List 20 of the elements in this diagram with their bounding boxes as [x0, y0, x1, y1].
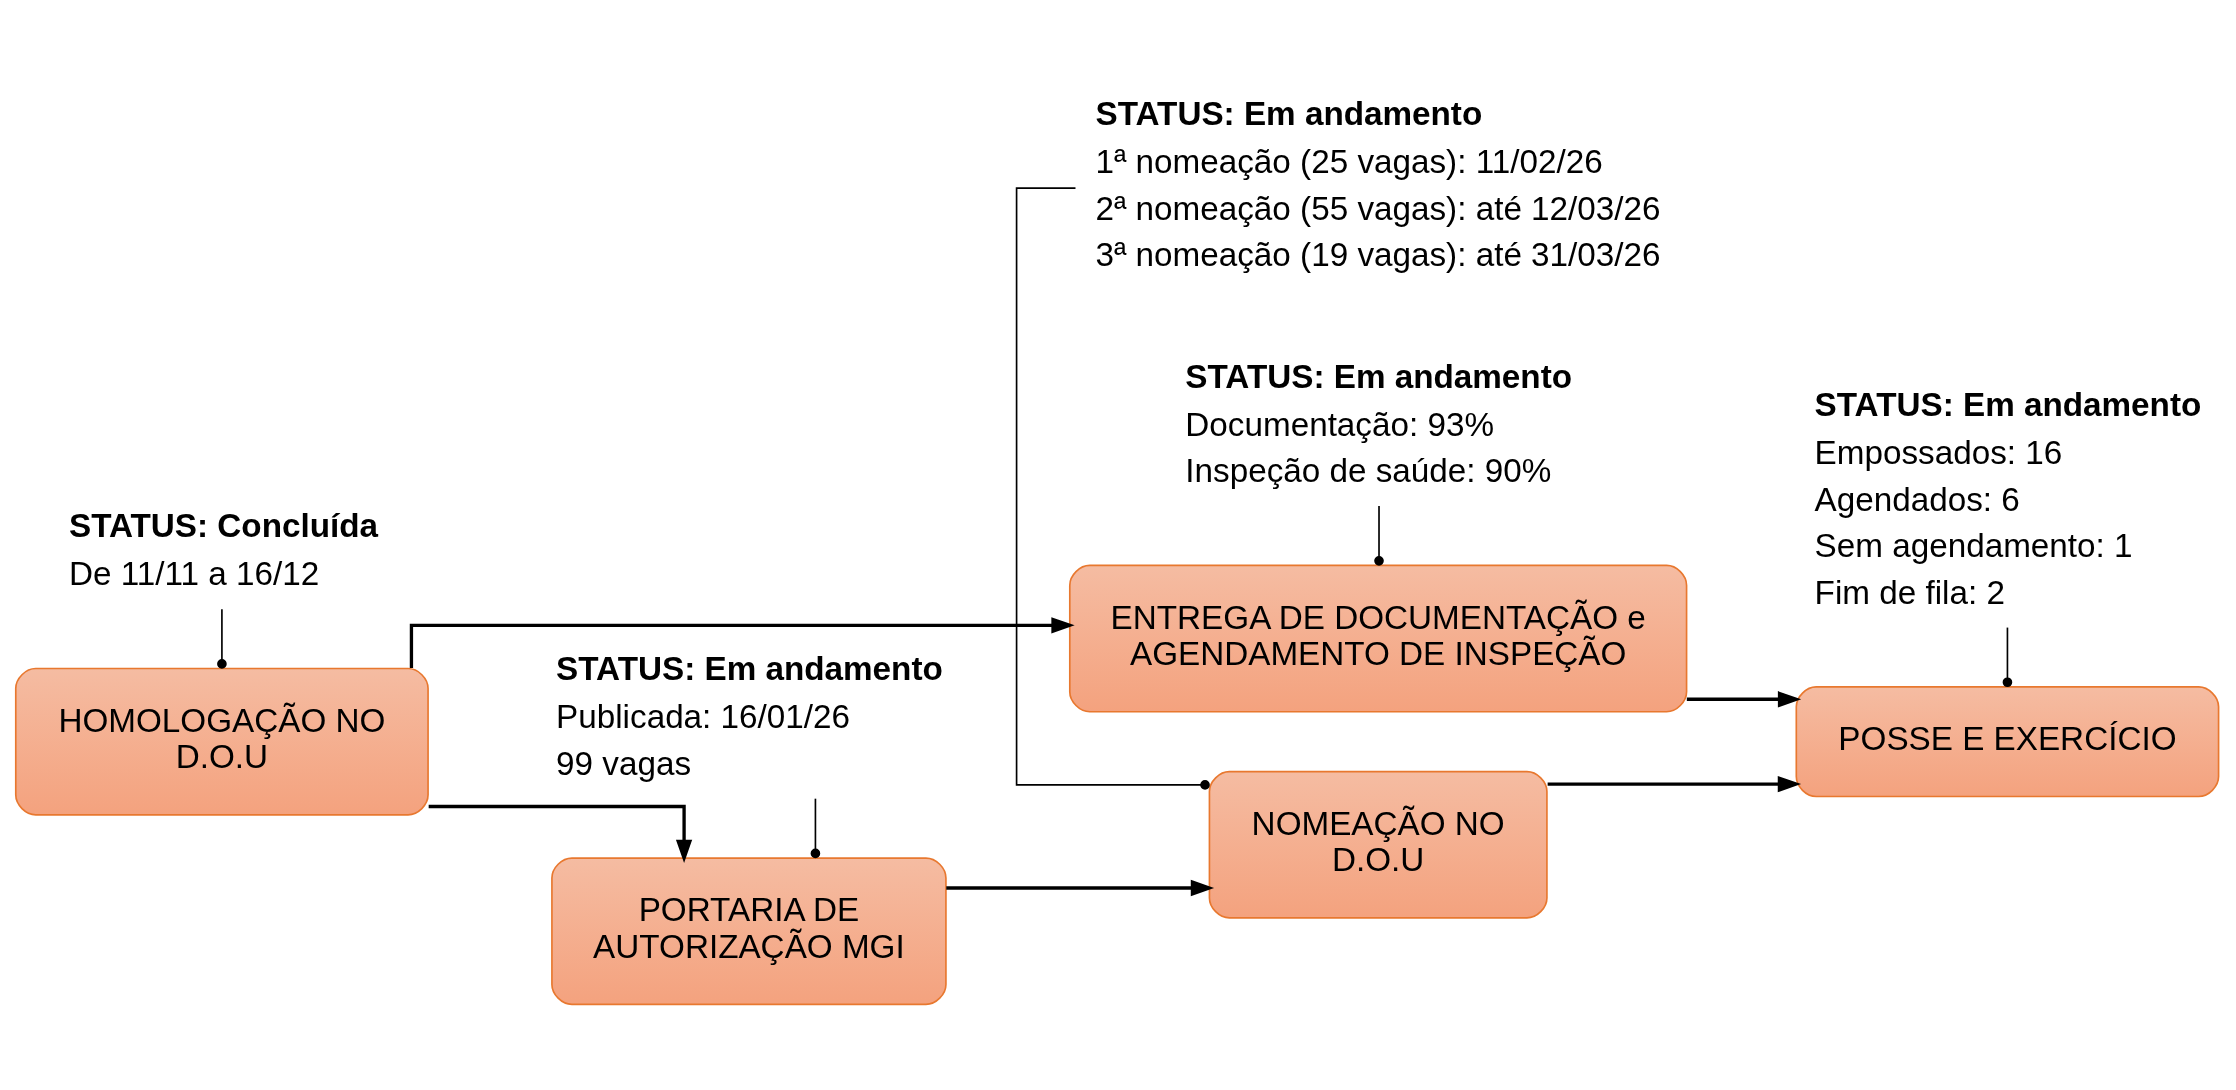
- arrow: [1547, 775, 1802, 792]
- node-box: ENTREGA DE DOCUMENTAÇÃO e AGENDAMENTO DE INSPEÇÃO: [1068, 564, 1688, 713]
- connector: [2002, 626, 2013, 687]
- node-text: STATUS: Em andamento Empossados: 16 Agendados: 6 Sem agendamento: 1 Fim de fila: 2: [1814, 385, 2202, 611]
- connector: [810, 797, 821, 858]
- node-box: POSSE E EXERCÍCIO: [1795, 685, 2220, 797]
- node-text: STATUS: Concluída De 11/11 a 16/12: [68, 506, 379, 592]
- node-box: PORTARIA DE AUTORIZAÇÃO MGI: [551, 856, 947, 1005]
- arrow: [409, 616, 1075, 668]
- node-text: STATUS: Em andamento Documentação: 93% Inspeção de saúde: 90%: [1185, 357, 1573, 489]
- connector: [1374, 504, 1384, 566]
- node-text: STATUS: Em andamento Publicada: 16/01/26 99 vagas: [556, 649, 943, 782]
- arrow: [946, 879, 1215, 896]
- arrow: [1686, 690, 1802, 707]
- node-text: STATUS: Em andamento 1ª nomeação (25 vagas): 11/02/26 2ª nomeação (55 vagas): até 12/03/26 3ª nomeação (19 vagas): até 31/03/26: [1095, 94, 1661, 273]
- arrow: [428, 804, 693, 863]
- connector: [1015, 186, 1210, 790]
- connector: [217, 607, 227, 669]
- node-box: NOMEAÇÃO NO D.O.U: [1208, 770, 1548, 919]
- node-box: HOMOLOGAÇÃO NO D.O.U: [14, 667, 429, 816]
